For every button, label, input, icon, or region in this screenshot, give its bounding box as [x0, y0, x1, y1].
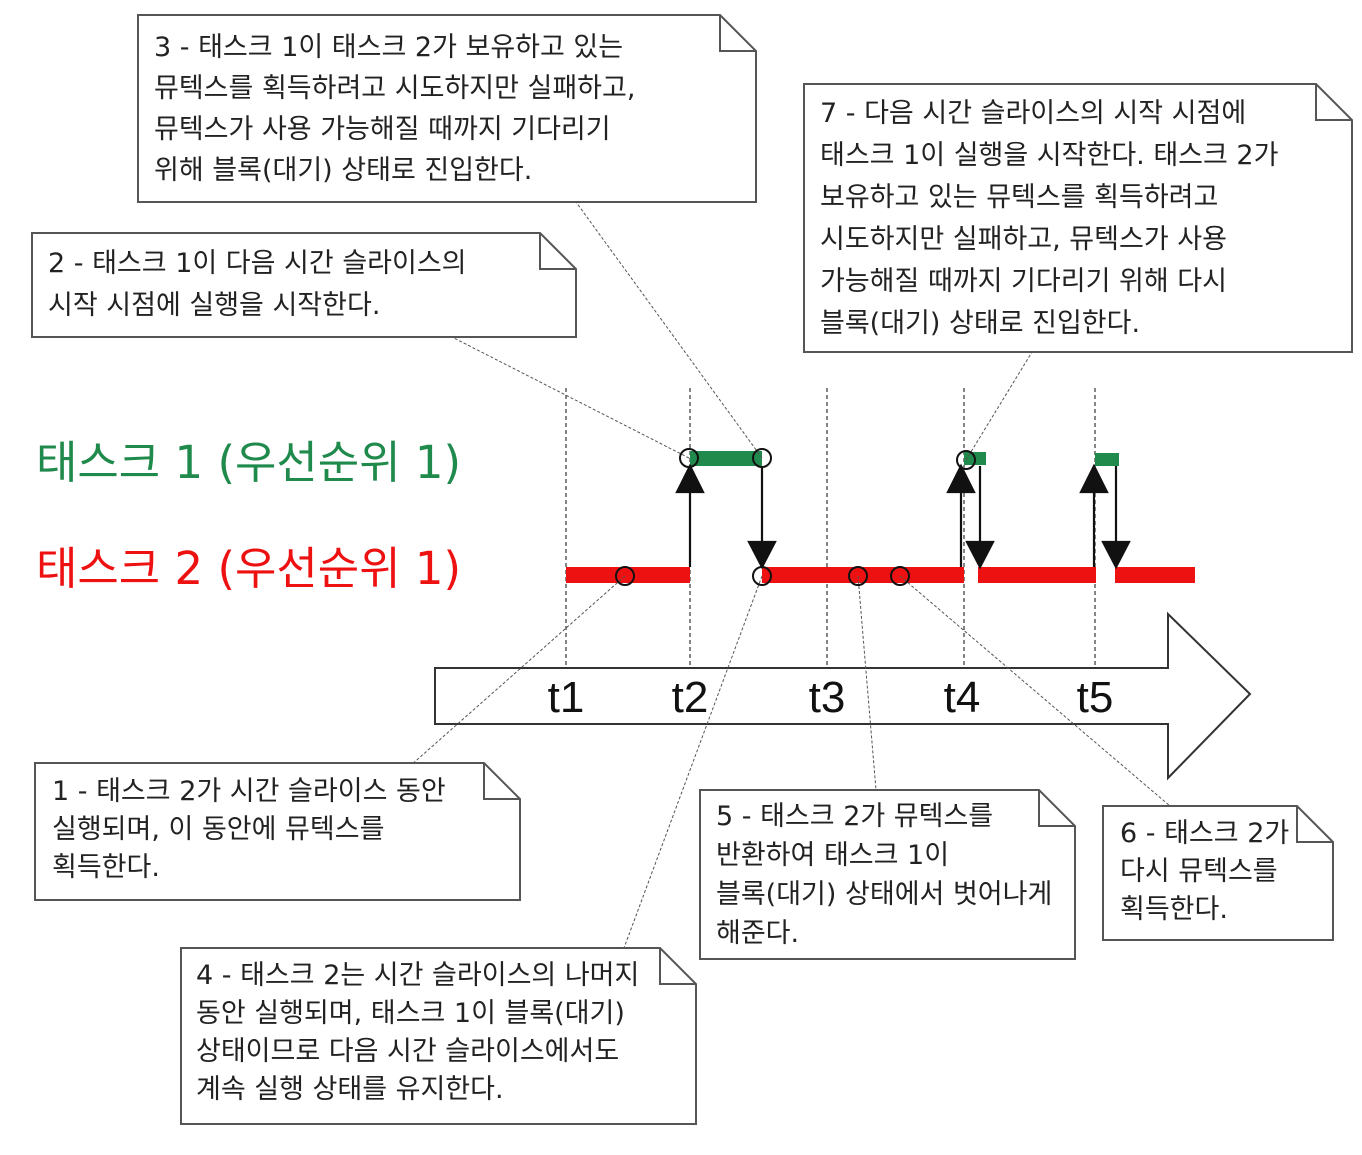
leader-note-2 — [449, 335, 690, 459]
note-4-box — [180, 947, 697, 1125]
tick-label-t2: t2 — [672, 673, 709, 722]
note-3-line-2: 뮤텍스를 획득하려고 시도하지만 실패하고, — [154, 73, 635, 104]
note-5-line-4: 해준다. — [716, 918, 799, 949]
note-2-folded-corner — [539, 233, 576, 270]
switch-arrowhead-down-t2 — [747, 540, 777, 570]
note-1-line-2: 실행되며, 이 동안에 뮤텍스를 — [52, 814, 384, 845]
event-marker-task1-start-t4 — [956, 450, 976, 470]
note-3-folded-corner — [719, 15, 756, 52]
note-5-box — [699, 789, 1076, 960]
switch-arrowhead-up-t2 — [675, 463, 705, 494]
note-7-line-5: 가능해질 때까지 기다리기 위해 다시 — [820, 266, 1227, 297]
note-5-folded-corner — [1038, 790, 1075, 827]
note-5-line-1: 5 - 태스크 2가 뮤텍스를 — [716, 801, 993, 832]
event-marker-mutex-retake — [890, 566, 910, 586]
tick-label-t1: t1 — [548, 673, 585, 722]
leader-note-1 — [409, 575, 626, 767]
task1-run-segment-t5 — [1095, 453, 1119, 466]
switch-arrowhead-up-t4 — [946, 463, 976, 494]
event-marker-mutex-take-t2 — [615, 566, 635, 586]
note-1-folded-corner — [483, 763, 520, 800]
context-switch-arrows — [675, 463, 1131, 570]
note-4-line-1: 4 - 태스크 2는 시간 슬라이스의 나머지 — [196, 960, 639, 991]
time-axis-arrow — [434, 611, 1252, 781]
event-marker-task1-block-t2 — [752, 448, 772, 468]
task2-run-segment-1 — [566, 567, 690, 583]
task2-run-segment-2 — [762, 567, 964, 583]
note-1-line-1: 1 - 태스크 2가 시간 슬라이스 동안 — [52, 776, 446, 807]
note-2-line-1: 2 - 태스크 1이 다음 시간 슬라이스의 — [48, 248, 467, 279]
leader-note-4 — [623, 575, 763, 949]
note-3-line-1: 3 - 태스크 1이 태스크 2가 보유하고 있는 — [154, 32, 623, 63]
note-4-line-4: 계속 실행 상태를 유지한다. — [196, 1074, 504, 1105]
event-markers — [615, 448, 976, 586]
leader-lines — [409, 201, 1171, 949]
note-4-line-3: 상태이므로 다음 시간 슬라이스에서도 — [196, 1036, 619, 1067]
task2-run-segment-3 — [978, 567, 1096, 583]
note-6-line-1: 6 - 태스크 2가 — [1120, 818, 1289, 849]
tick-label-t3: t3 — [809, 673, 846, 722]
note-7-line-2: 태스크 1이 실행을 시작한다. 태스크 2가 — [820, 140, 1278, 171]
leader-note-3 — [575, 201, 763, 459]
event-marker-task1-start-t2 — [679, 448, 699, 468]
task1-lane-label: 태스크 1 (우선순위 1) — [36, 436, 461, 489]
note-3-line-3: 뮤텍스가 사용 가능해질 때까지 기다리기 — [154, 114, 611, 145]
note-1-line-3: 획득한다. — [52, 852, 160, 883]
note-6-box — [1102, 805, 1334, 941]
note-6-line-2: 다시 뮤텍스를 — [1120, 856, 1278, 887]
note-5-line-2: 반환하여 태스크 1이 — [716, 840, 949, 871]
tick-label-t4: t4 — [944, 673, 981, 722]
tick-label-t5: t5 — [1077, 673, 1114, 722]
note-7-line-6: 블록(대기) 상태로 진입한다. — [820, 308, 1140, 339]
task2-run-segment-4 — [1115, 567, 1195, 583]
note-7-line-4: 시도하지만 실패하고, 뮤텍스가 사용 — [820, 224, 1227, 255]
note-7-line-3: 보유하고 있는 뮤텍스를 획득하려고 — [820, 182, 1218, 213]
note-7-line-1: 7 - 다음 시간 슬라이스의 시작 시점에 — [820, 98, 1246, 129]
switch-arrowhead-up-t5 — [1079, 463, 1109, 494]
note-3-line-4: 위해 블록(대기) 상태로 진입한다. — [154, 155, 532, 186]
note-5-line-3: 블록(대기) 상태에서 벗어나게 — [716, 879, 1052, 910]
note-3-box — [137, 14, 757, 203]
note-7-folded-corner — [1315, 84, 1352, 121]
leader-note-5 — [857, 575, 877, 791]
slice-boundaries — [565, 388, 1096, 668]
note-2-box — [31, 232, 577, 338]
note-6-line-3: 획득한다. — [1120, 894, 1228, 925]
note-6-folded-corner — [1296, 806, 1333, 843]
switch-arrowhead-down-t5 — [1101, 540, 1131, 570]
switch-arrowhead-down-t4 — [965, 540, 995, 570]
event-marker-task2-resume — [752, 566, 772, 586]
task2-lane-label: 태스크 2 (우선순위 1) — [36, 542, 461, 595]
note-7-box — [803, 83, 1353, 353]
note-4-folded-corner — [659, 948, 696, 985]
task1-run-segment-t2 — [690, 451, 762, 466]
note-2-line-2: 시작 시점에 실행을 시작한다. — [48, 290, 380, 321]
note-1-box — [34, 762, 521, 901]
task2-execution-bars — [566, 567, 1195, 583]
event-marker-mutex-give — [848, 566, 868, 586]
note-4-line-2: 동안 실행되며, 태스크 1이 블록(대기) — [196, 998, 625, 1029]
leader-note-6 — [899, 575, 1171, 807]
leader-note-7 — [965, 351, 1033, 461]
